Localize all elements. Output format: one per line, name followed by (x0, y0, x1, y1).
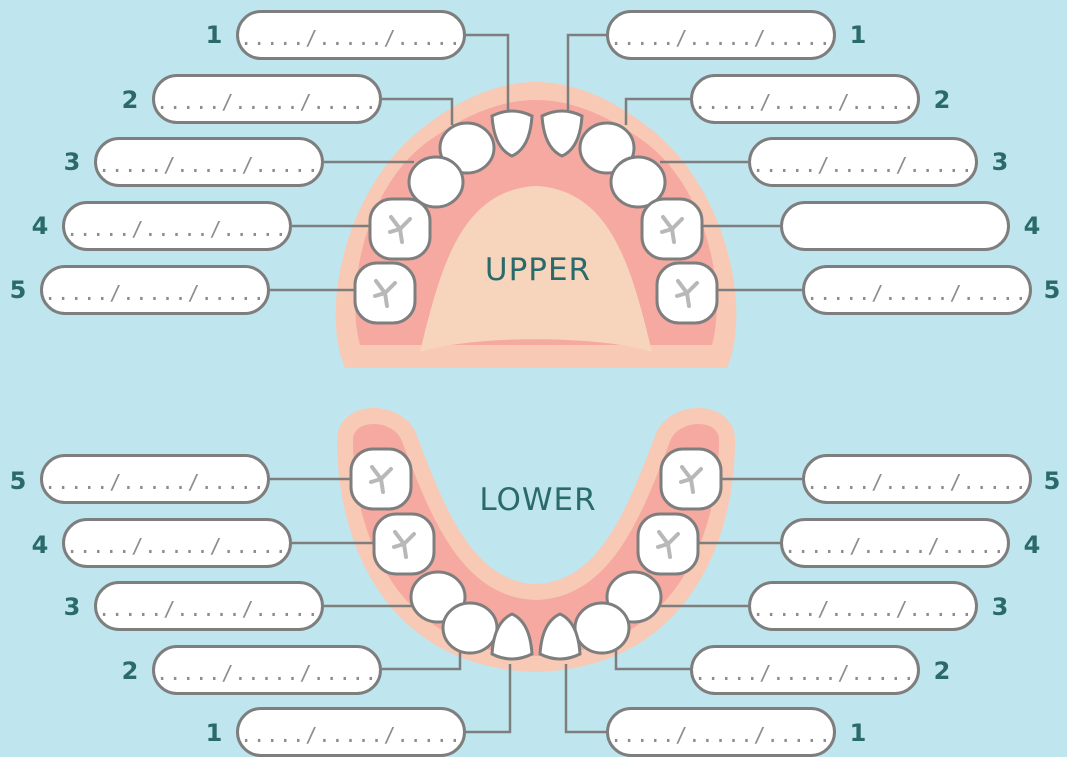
upper-left-field-4[interactable]: ...../...../..... (62, 201, 292, 251)
lower-right-field-4[interactable]: ...../...../..... (780, 518, 1010, 568)
lower-right-field-1[interactable]: ...../...../..... (606, 707, 836, 757)
upper-left-field-2[interactable]: ...../...../..... (152, 74, 382, 124)
upper-right-number-1: 1 (846, 20, 870, 50)
lower-right-number-5: 5 (1040, 466, 1064, 496)
upper-right-number-2: 2 (930, 85, 954, 115)
upper-left-molar-4 (370, 199, 430, 259)
lower-left-number-2: 2 (118, 656, 142, 686)
upper-right-field-3[interactable]: ...../...../..... (748, 137, 978, 187)
lower-right-number-3: 3 (988, 592, 1012, 622)
upper-left-number-4: 4 (28, 211, 52, 241)
lower-right-molar-4 (638, 514, 698, 574)
upper-right-field-1[interactable]: ...../...../..... (606, 10, 836, 60)
upper-left-number-2: 2 (118, 85, 142, 115)
lower-right-tooth-2 (575, 603, 629, 653)
upper-right-number-3: 3 (988, 147, 1012, 177)
upper-right-field-2[interactable]: ...../...../..... (690, 74, 920, 124)
lower-left-field-3[interactable]: ...../...../..... (94, 581, 324, 631)
lower-right-number-4: 4 (1020, 530, 1044, 560)
upper-left-molar-5 (355, 263, 415, 323)
connector-line-15 (466, 664, 510, 732)
upper-right-number-5: 5 (1040, 275, 1064, 305)
lower-right-number-2: 2 (930, 656, 954, 686)
upper-right-molar-5 (657, 263, 717, 323)
upper-jaw-label: UPPER (438, 252, 638, 288)
lower-left-number-1: 1 (202, 718, 226, 748)
lower-right-number-1: 1 (846, 718, 870, 748)
upper-right-field-5[interactable]: ...../...../..... (802, 265, 1032, 315)
lower-left-tooth-2 (443, 603, 497, 653)
lower-right-field-3[interactable]: ...../...../..... (748, 581, 978, 631)
upper-left-number-3: 3 (60, 147, 84, 177)
lower-right-field-5[interactable]: ...../...../..... (802, 454, 1032, 504)
upper-left-field-1[interactable]: ...../...../..... (236, 10, 466, 60)
lower-left-field-2[interactable]: ...../...../..... (152, 645, 382, 695)
connector-line-20 (566, 664, 606, 732)
lower-left-molar-4 (374, 514, 434, 574)
lower-left-number-3: 3 (60, 592, 84, 622)
upper-left-field-5[interactable]: ...../...../..... (40, 265, 270, 315)
lower-right-molar-5 (661, 449, 721, 509)
lower-jaw-label: LOWER (438, 482, 638, 518)
lower-left-number-5: 5 (6, 466, 30, 496)
upper-right-molar-4 (642, 199, 702, 259)
upper-left-number-1: 1 (202, 20, 226, 50)
lower-left-field-5[interactable]: ...../...../..... (40, 454, 270, 504)
upper-right-field-4[interactable] (780, 201, 1010, 251)
lower-left-field-4[interactable]: ...../...../..... (62, 518, 292, 568)
upper-left-field-3[interactable]: ...../...../..... (94, 137, 324, 187)
upper-right-number-4: 4 (1020, 211, 1044, 241)
lower-right-field-2[interactable]: ...../...../..... (690, 645, 920, 695)
lower-left-field-1[interactable]: ...../...../..... (236, 707, 466, 757)
lower-left-molar-5 (351, 449, 411, 509)
lower-left-number-4: 4 (28, 530, 52, 560)
upper-left-number-5: 5 (6, 275, 30, 305)
